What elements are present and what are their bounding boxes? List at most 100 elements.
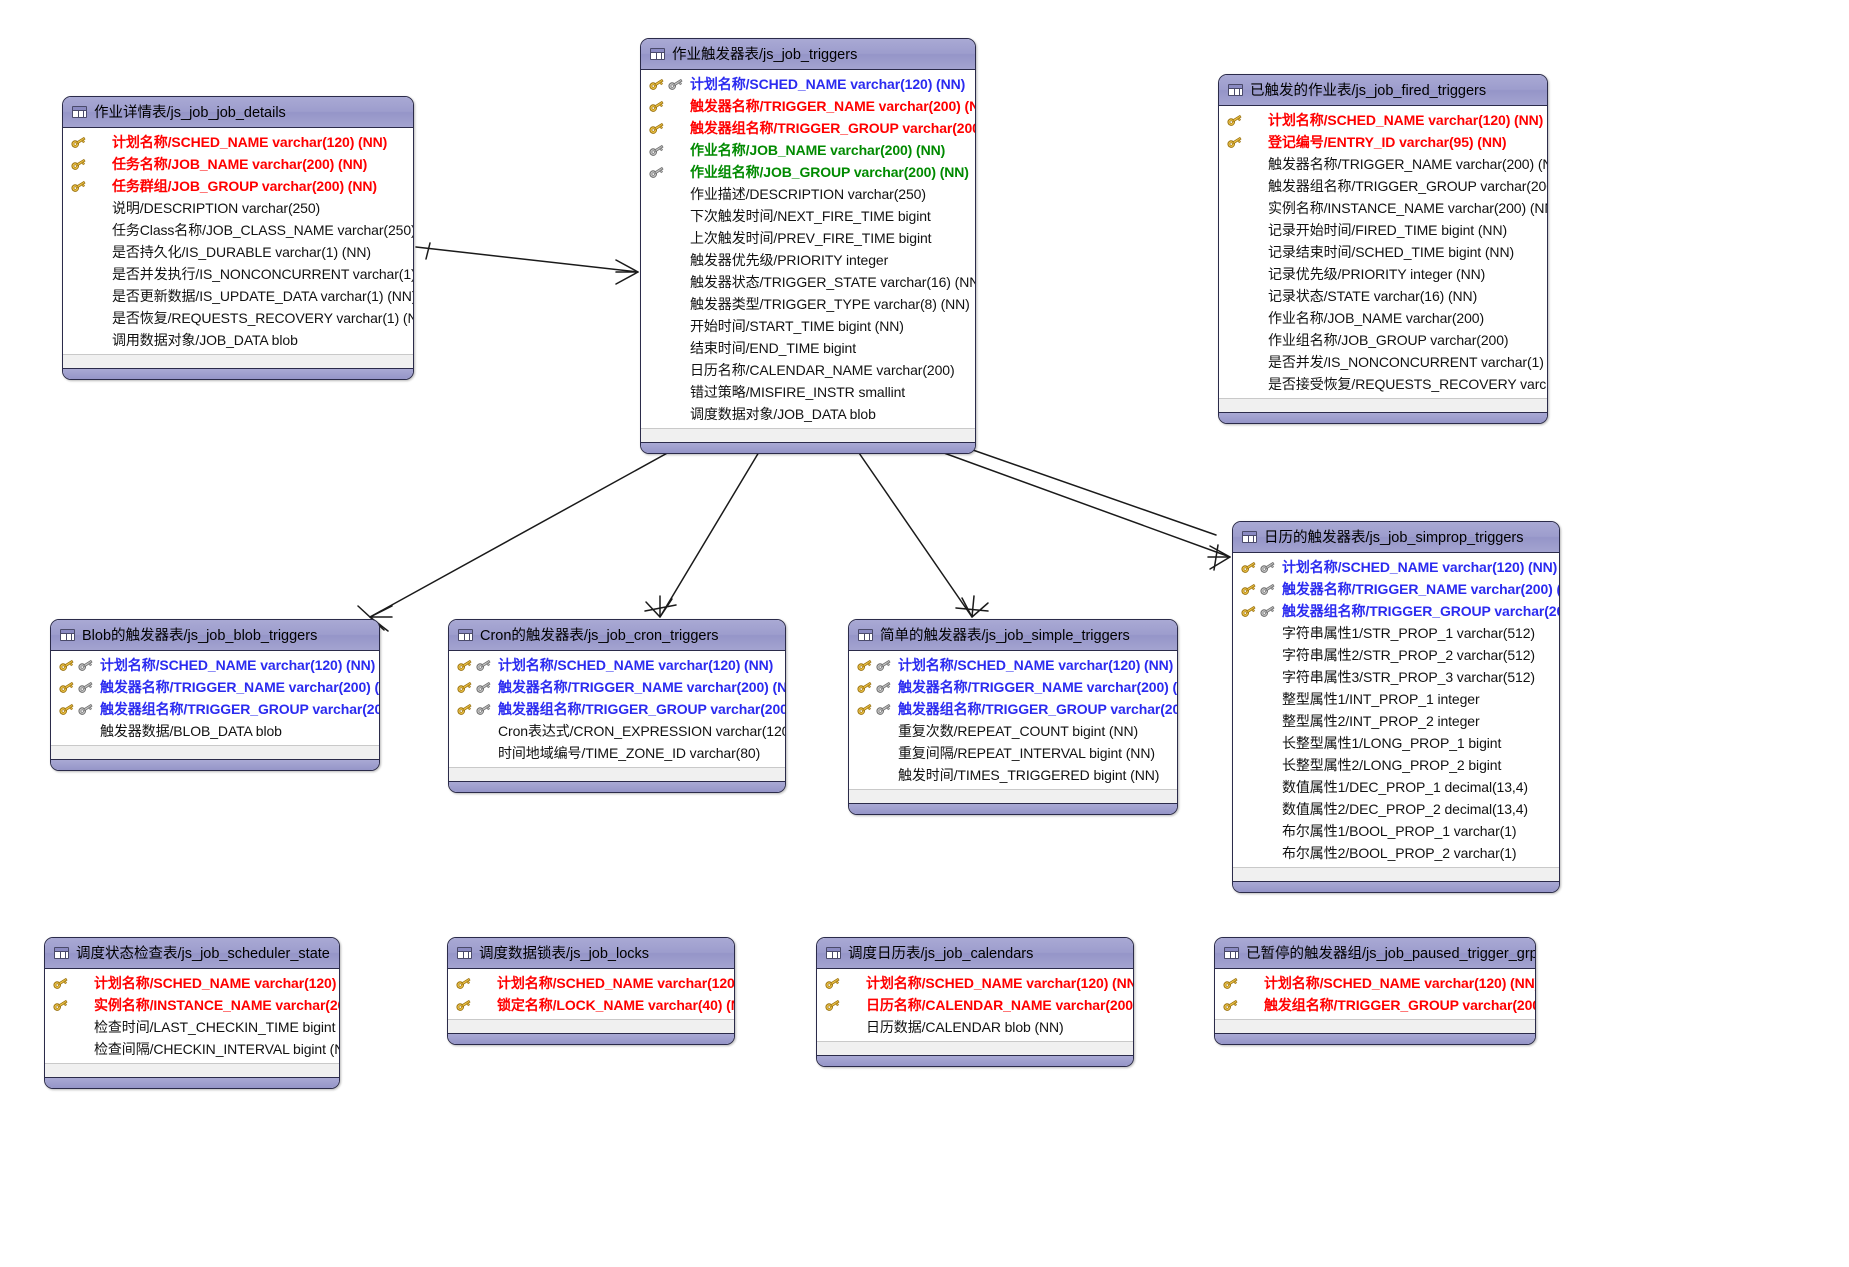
attribute-row[interactable]: 记录状态/STATE varchar(16) (NN) — [1219, 285, 1547, 307]
attribute-row[interactable]: 实例名称/INSTANCE_NAME varchar(200) (NN) — [45, 994, 339, 1016]
entity-header-cron_triggers[interactable]: Cron的触发器表/js_job_cron_triggers — [449, 620, 785, 651]
attribute-row[interactable]: 整型属性2/INT_PROP_2 integer — [1233, 710, 1559, 732]
attribute-row[interactable]: 触发器状态/TRIGGER_STATE varchar(16) (NN) — [641, 271, 975, 293]
attribute-row[interactable]: 触发器组名称/TRIGGER_GROUP varchar(200) (NN) — [51, 698, 379, 720]
attribute-row[interactable]: 任务名称/JOB_NAME varchar(200) (NN) — [63, 153, 413, 175]
entity-cron_triggers[interactable]: Cron的触发器表/js_job_cron_triggers 计划名称/SCHED… — [448, 619, 786, 793]
attribute-row[interactable]: 触发器名称/TRIGGER_NAME varchar(200) (NN) — [849, 676, 1177, 698]
attribute-row[interactable]: 触发器优先级/PRIORITY integer — [641, 249, 975, 271]
attribute-row[interactable]: 是否接受恢复/REQUESTS_RECOVERY varchar(1) — [1219, 373, 1547, 395]
attribute-row[interactable]: 调度数据对象/JOB_DATA blob — [641, 403, 975, 425]
attribute-row[interactable]: 计划名称/SCHED_NAME varchar(120) (NN) — [1233, 556, 1559, 578]
attribute-row[interactable]: 重复次数/REPEAT_COUNT bigint (NN) — [849, 720, 1177, 742]
entity-blob_triggers[interactable]: Blob的触发器表/js_job_blob_triggers 计划名称/SCHED… — [50, 619, 380, 771]
attribute-row[interactable]: 检查时间/LAST_CHECKIN_TIME bigint (NN) — [45, 1016, 339, 1038]
entity-header-scheduler_state[interactable]: 调度状态检查表/js_job_scheduler_state — [45, 938, 339, 969]
attribute-row[interactable]: 作业描述/DESCRIPTION varchar(250) — [641, 183, 975, 205]
entity-header-calendars[interactable]: 调度日历表/js_job_calendars — [817, 938, 1133, 969]
attribute-row[interactable]: 字符串属性3/STR_PROP_3 varchar(512) — [1233, 666, 1559, 688]
attribute-row[interactable]: 重复间隔/REPEAT_INTERVAL bigint (NN) — [849, 742, 1177, 764]
attribute-row[interactable]: 开始时间/START_TIME bigint (NN) — [641, 315, 975, 337]
attribute-row[interactable]: 整型属性1/INT_PROP_1 integer — [1233, 688, 1559, 710]
attribute-row[interactable]: 计划名称/SCHED_NAME varchar(120) (NN) — [849, 654, 1177, 676]
entity-calendars[interactable]: 调度日历表/js_job_calendars 计划名称/SCHED_NAME va… — [816, 937, 1134, 1067]
attribute-row[interactable]: 说明/DESCRIPTION varchar(250) — [63, 197, 413, 219]
attribute-row[interactable]: 计划名称/SCHED_NAME varchar(120) (NN) — [63, 131, 413, 153]
attribute-row[interactable]: 结束时间/END_TIME bigint — [641, 337, 975, 359]
attribute-row[interactable]: 计划名称/SCHED_NAME varchar(120) (NN) — [641, 73, 975, 95]
attribute-row[interactable]: 是否持久化/IS_DURABLE varchar(1) (NN) — [63, 241, 413, 263]
attribute-row[interactable]: 是否恢复/REQUESTS_RECOVERY varchar(1) (NN) — [63, 307, 413, 329]
entity-job_triggers[interactable]: 作业触发器表/js_job_triggers 计划名称/SCHED_NAME va… — [640, 38, 976, 454]
entity-header-job_details[interactable]: 作业详情表/js_job_job_details — [63, 97, 413, 128]
entity-paused_trigger_grps[interactable]: 已暂停的触发器组/js_job_paused_trigger_grps 计划名称/… — [1214, 937, 1536, 1045]
attribute-row[interactable]: 计划名称/SCHED_NAME varchar(120) (NN) — [1215, 972, 1535, 994]
attribute-row[interactable]: 日历数据/CALENDAR blob (NN) — [817, 1016, 1133, 1038]
attribute-row[interactable]: 作业组名称/JOB_GROUP varchar(200) (NN) — [641, 161, 975, 183]
attribute-row[interactable]: 字符串属性2/STR_PROP_2 varchar(512) — [1233, 644, 1559, 666]
attribute-row[interactable]: 是否更新数据/IS_UPDATE_DATA varchar(1) (NN) — [63, 285, 413, 307]
attribute-row[interactable]: 触发器组名称/TRIGGER_GROUP varchar(200) (NN) — [1219, 175, 1547, 197]
attribute-row[interactable]: 触发器组名称/TRIGGER_GROUP varchar(200) (NN) — [449, 698, 785, 720]
attribute-row[interactable]: 计划名称/SCHED_NAME varchar(120) (NN) — [45, 972, 339, 994]
attribute-row[interactable]: 是否并发/IS_NONCONCURRENT varchar(1) — [1219, 351, 1547, 373]
attribute-row[interactable]: 触发器组名称/TRIGGER_GROUP varchar(200) (NN) — [641, 117, 975, 139]
attribute-row[interactable]: 作业名称/JOB_NAME varchar(200) — [1219, 307, 1547, 329]
attribute-row[interactable]: 计划名称/SCHED_NAME varchar(120) (NN) — [449, 654, 785, 676]
entity-fired_triggers[interactable]: 已触发的作业表/js_job_fired_triggers 计划名称/SCHED_… — [1218, 74, 1548, 424]
attribute-row[interactable]: 布尔属性2/BOOL_PROP_2 varchar(1) — [1233, 842, 1559, 864]
entity-header-simprop_triggers[interactable]: 日历的触发器表/js_job_simprop_triggers — [1233, 522, 1559, 553]
attribute-row[interactable]: 长整型属性1/LONG_PROP_1 bigint — [1233, 732, 1559, 754]
entity-header-paused_trigger_grps[interactable]: 已暂停的触发器组/js_job_paused_trigger_grps — [1215, 938, 1535, 969]
attribute-row[interactable]: 字符串属性1/STR_PROP_1 varchar(512) — [1233, 622, 1559, 644]
attribute-row[interactable]: 计划名称/SCHED_NAME varchar(120) (NN) — [1219, 109, 1547, 131]
entity-simple_triggers[interactable]: 简单的触发器表/js_job_simple_triggers 计划名称/SCHED… — [848, 619, 1178, 815]
attribute-row[interactable]: 任务Class名称/JOB_CLASS_NAME varchar(250) (N… — [63, 219, 413, 241]
attribute-row[interactable]: 触发器名称/TRIGGER_NAME varchar(200) (NN) — [51, 676, 379, 698]
attribute-row[interactable]: 日历名称/CALENDAR_NAME varchar(200) (NN) — [817, 994, 1133, 1016]
attribute-row[interactable]: 登记编号/ENTRY_ID varchar(95) (NN) — [1219, 131, 1547, 153]
attribute-row[interactable]: 触发器类型/TRIGGER_TYPE varchar(8) (NN) — [641, 293, 975, 315]
attribute-row[interactable]: 作业组名称/JOB_GROUP varchar(200) — [1219, 329, 1547, 351]
attribute-row[interactable]: 上次触发时间/PREV_FIRE_TIME bigint — [641, 227, 975, 249]
attribute-row[interactable]: 触发器组名称/TRIGGER_GROUP varchar(200) (NN) — [1233, 600, 1559, 622]
entity-job_details[interactable]: 作业详情表/js_job_job_details 计划名称/SCHED_NAME … — [62, 96, 414, 380]
attribute-row[interactable]: 时间地域编号/TIME_ZONE_ID varchar(80) — [449, 742, 785, 764]
entity-header-fired_triggers[interactable]: 已触发的作业表/js_job_fired_triggers — [1219, 75, 1547, 106]
attribute-row[interactable]: 计划名称/SCHED_NAME varchar(120) (NN) — [448, 972, 734, 994]
attribute-row[interactable]: 触发器名称/TRIGGER_NAME varchar(200) (NN) — [449, 676, 785, 698]
attribute-row[interactable]: 触发器名称/TRIGGER_NAME varchar(200) (NN) — [1233, 578, 1559, 600]
attribute-row[interactable]: 数值属性2/DEC_PROP_2 decimal(13,4) — [1233, 798, 1559, 820]
attribute-row[interactable]: 数值属性1/DEC_PROP_1 decimal(13,4) — [1233, 776, 1559, 798]
entity-simprop_triggers[interactable]: 日历的触发器表/js_job_simprop_triggers 计划名称/SCHE… — [1232, 521, 1560, 893]
attribute-row[interactable]: 长整型属性2/LONG_PROP_2 bigint — [1233, 754, 1559, 776]
attribute-row[interactable]: 实例名称/INSTANCE_NAME varchar(200) (NN) — [1219, 197, 1547, 219]
attribute-row[interactable]: 触发组名称/TRIGGER_GROUP varchar(200) (NN) — [1215, 994, 1535, 1016]
attribute-row[interactable]: 检查间隔/CHECKIN_INTERVAL bigint (NN) — [45, 1038, 339, 1060]
attribute-row[interactable]: Cron表达式/CRON_EXPRESSION varchar(120) (NN… — [449, 720, 785, 742]
attribute-row[interactable]: 记录开始时间/FIRED_TIME bigint (NN) — [1219, 219, 1547, 241]
entity-locks[interactable]: 调度数据锁表/js_job_locks 计划名称/SCHED_NAME varch… — [447, 937, 735, 1045]
attribute-row[interactable]: 计划名称/SCHED_NAME varchar(120) (NN) — [817, 972, 1133, 994]
entity-header-blob_triggers[interactable]: Blob的触发器表/js_job_blob_triggers — [51, 620, 379, 651]
attribute-row[interactable]: 锁定名称/LOCK_NAME varchar(40) (NN) — [448, 994, 734, 1016]
attribute-row[interactable]: 日历名称/CALENDAR_NAME varchar(200) — [641, 359, 975, 381]
attribute-row[interactable]: 计划名称/SCHED_NAME varchar(120) (NN) — [51, 654, 379, 676]
entity-scheduler_state[interactable]: 调度状态检查表/js_job_scheduler_state 计划名称/SCHED… — [44, 937, 340, 1089]
attribute-row[interactable]: 作业名称/JOB_NAME varchar(200) (NN) — [641, 139, 975, 161]
attribute-row[interactable]: 任务群组/JOB_GROUP varchar(200) (NN) — [63, 175, 413, 197]
attribute-row[interactable]: 触发器名称/TRIGGER_NAME varchar(200) (NN) — [1219, 153, 1547, 175]
attribute-row[interactable]: 调用数据对象/JOB_DATA blob — [63, 329, 413, 351]
entity-header-locks[interactable]: 调度数据锁表/js_job_locks — [448, 938, 734, 969]
attribute-row[interactable]: 触发时间/TIMES_TRIGGERED bigint (NN) — [849, 764, 1177, 786]
attribute-row[interactable]: 触发器数据/BLOB_DATA blob — [51, 720, 379, 742]
entity-header-simple_triggers[interactable]: 简单的触发器表/js_job_simple_triggers — [849, 620, 1177, 651]
attribute-row[interactable]: 触发器名称/TRIGGER_NAME varchar(200) (NN) — [641, 95, 975, 117]
attribute-row[interactable]: 记录结束时间/SCHED_TIME bigint (NN) — [1219, 241, 1547, 263]
attribute-row[interactable]: 下次触发时间/NEXT_FIRE_TIME bigint — [641, 205, 975, 227]
attribute-row[interactable]: 触发器组名称/TRIGGER_GROUP varchar(200) (NN) — [849, 698, 1177, 720]
attribute-row[interactable]: 是否并发执行/IS_NONCONCURRENT varchar(1) (NN) — [63, 263, 413, 285]
attribute-row[interactable]: 错过策略/MISFIRE_INSTR smallint — [641, 381, 975, 403]
entity-header-job_triggers[interactable]: 作业触发器表/js_job_triggers — [641, 39, 975, 70]
attribute-row[interactable]: 记录优先级/PRIORITY integer (NN) — [1219, 263, 1547, 285]
